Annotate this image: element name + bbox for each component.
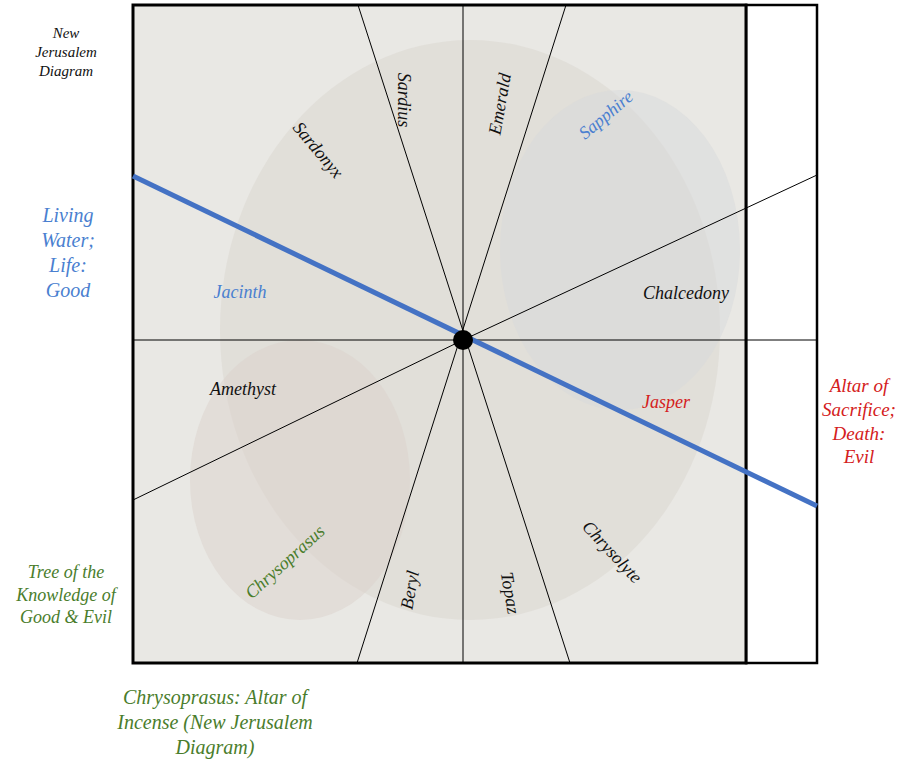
diagram-caption: Chrysoprasus: Altar of Incense (New Jeru…	[100, 685, 330, 760]
stone-label: Amethyst	[210, 378, 276, 401]
stone-label: Sardius	[393, 73, 416, 127]
diagram-title: New Jerusalem Diagram	[26, 24, 106, 80]
side-panel	[746, 5, 817, 663]
stone-label: Chalcedony	[643, 282, 729, 305]
blue-axis-line	[133, 176, 817, 506]
side-label: Tree of the Knowledge of Good & Evil	[10, 561, 122, 629]
stone-label: Jacinth	[214, 281, 267, 304]
square-ground	[133, 5, 746, 663]
sector-lines	[133, 5, 817, 663]
square-border	[133, 5, 746, 663]
side-label: Living Water; Life: Good	[32, 203, 104, 303]
stone-label: Jasper	[642, 391, 690, 414]
side-label: Altar of Sacrifice; Death: Evil	[816, 374, 902, 469]
faded-photo	[500, 90, 740, 410]
center-dot	[453, 330, 473, 350]
